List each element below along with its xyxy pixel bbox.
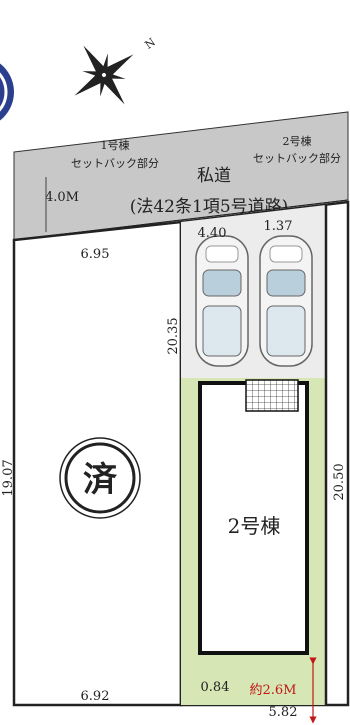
setback-2-title: 2号棟: [283, 134, 312, 148]
lot-1-rear-width: 6.92: [81, 689, 110, 704]
lot-1-depth: 19.07: [1, 459, 16, 496]
building-2-porch: [245, 379, 299, 412]
road-gap-label: 約2.6M: [250, 683, 297, 698]
lot-2-rear-left: 0.84: [201, 680, 230, 695]
compass-north-label: N: [143, 35, 159, 51]
lot-2-rear-right: 5.82: [269, 705, 298, 720]
setback-2-label: セットバック部分: [253, 151, 341, 165]
lot-2-right-depth: 20.50: [332, 463, 347, 500]
setback-1-label: セットバック部分: [71, 156, 159, 170]
car-icon: [195, 235, 249, 367]
lot-2-frontage-right: 1.37: [264, 219, 293, 234]
lot-1-frontage: 6.95: [81, 247, 110, 262]
lot-2-frontage-left: 4.40: [198, 226, 227, 241]
lot-2-left-depth: 20.35: [166, 317, 181, 354]
corner-badge: [0, 63, 14, 121]
road-legal-note: (法42条1項5号道路): [130, 197, 289, 217]
building-2-label: 2号棟: [228, 514, 281, 538]
sold-badge: [59, 437, 141, 519]
compass-star-icon: [74, 45, 134, 105]
road-name: 私道: [197, 166, 231, 186]
road-width-label: 4.0M: [45, 190, 79, 205]
car-icon: [259, 235, 313, 367]
setback-1-title: 1号棟: [101, 138, 130, 152]
sold-mark: 済: [83, 460, 118, 500]
